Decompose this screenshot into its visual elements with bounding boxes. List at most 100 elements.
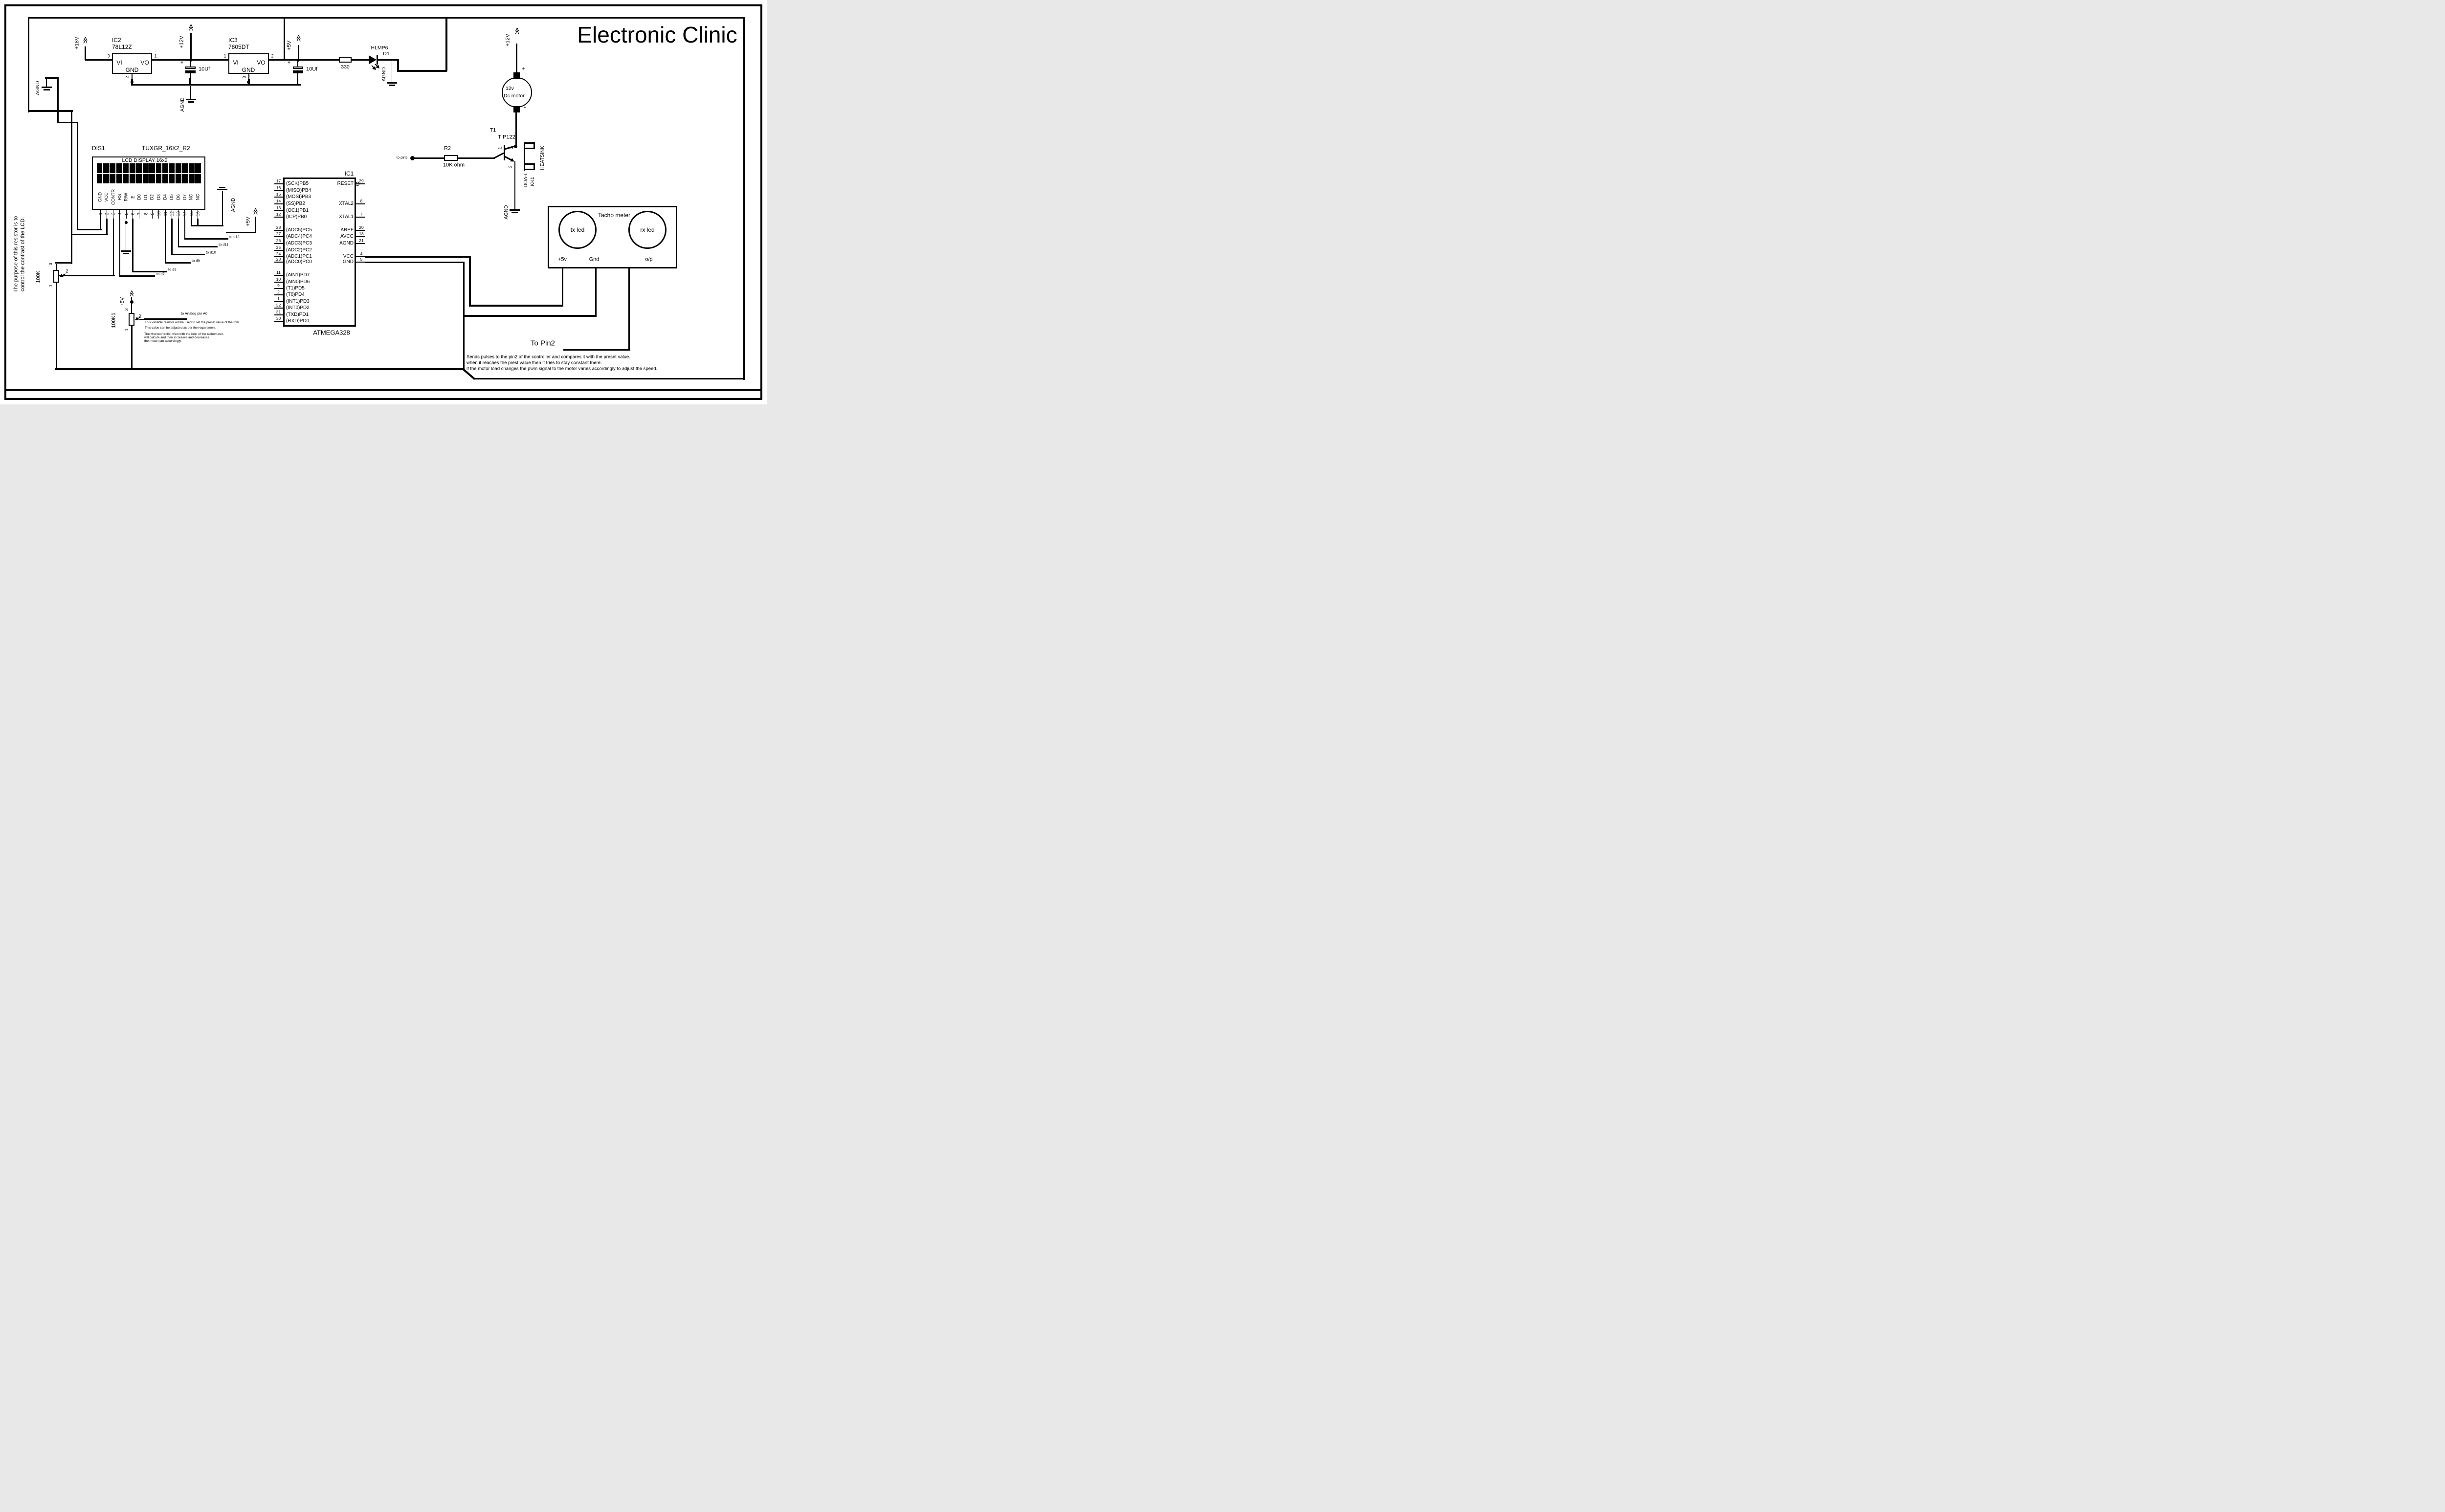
- wire-diagonal: [504, 156, 514, 162]
- lcd-title: LCD DISPLAY 16x2: [122, 157, 168, 163]
- power-arrow-lcd-5v-icon: ≫: [251, 207, 259, 215]
- ic1-pin-number: 8: [360, 198, 363, 203]
- ic1-pin-name: (ADC3)PC3: [286, 241, 312, 246]
- lcd-pin-name: D2: [149, 194, 155, 200]
- ic3-pin3-num: 3: [242, 76, 247, 79]
- led-ray-arrow-icon: [376, 65, 379, 68]
- lcd-pin-name: NC: [195, 194, 200, 200]
- wire-diagonal: [375, 64, 379, 68]
- resistor-330-value: 330: [341, 64, 350, 70]
- lcd-cell: [156, 163, 162, 173]
- lcd-pin-number: 5: [124, 212, 129, 215]
- lcd-pin-name: D5: [169, 194, 174, 200]
- lcd-pin-number: 15: [189, 211, 194, 217]
- wire: [119, 275, 155, 277]
- wire: [352, 59, 370, 61]
- lcd-pin-stub: [158, 210, 159, 219]
- wire: [190, 86, 191, 99]
- ic1-pin-name: (INT0)PD2: [286, 305, 310, 311]
- wire: [123, 252, 129, 254]
- ic2-pin3-num: 3: [107, 53, 110, 59]
- wire: [458, 157, 495, 159]
- lcd-pin-number: 12: [169, 211, 175, 217]
- lcd-cell: [182, 163, 188, 173]
- wire: [297, 45, 299, 60]
- wire: [391, 61, 393, 83]
- ic1-pin-name: GND: [342, 259, 354, 265]
- flag-5v-label: +5V: [286, 41, 292, 50]
- cap2-plate-top: [292, 67, 303, 69]
- to-d7-label: to d7: [156, 271, 165, 276]
- wire: [121, 250, 131, 252]
- ic1-pin-number: 27: [276, 231, 281, 236]
- ic1-pin-name: (T0)PD4: [286, 292, 305, 297]
- wire: [131, 84, 301, 86]
- ic1-pin-name: (INT1)PD3: [286, 299, 310, 304]
- wire: [378, 59, 399, 61]
- wire: [525, 163, 535, 165]
- ic1-pin-name: XTAL2: [339, 201, 354, 206]
- lcd-pin-name: RS: [117, 194, 122, 200]
- ic1-body: [283, 178, 356, 327]
- ic1-pin-number: 25: [276, 245, 281, 250]
- wire: [164, 262, 191, 264]
- wire: [525, 169, 535, 170]
- cap1-plate-bottom: [185, 70, 196, 73]
- motor-plus: +: [521, 65, 525, 72]
- lcd-cell: [129, 163, 135, 173]
- lcd-ref: DIS1: [92, 145, 105, 152]
- tacho-title: Tacho meter: [598, 212, 631, 219]
- ic1-pin-number: 31: [276, 309, 281, 314]
- note-rpm-line5: the motor rpm accordingly.: [144, 339, 182, 343]
- wire: [191, 219, 192, 226]
- ic1-pin-name: (OC1)PB1: [286, 208, 309, 213]
- ic1-pin-number: 4: [360, 251, 363, 256]
- flag-12v-label: +12V: [178, 36, 185, 48]
- note-rpm-line3: The Microcontroller then with the help o…: [144, 332, 224, 336]
- junction-dot: [297, 58, 300, 62]
- power-arrow-motor-12v-icon: ≫: [513, 27, 521, 35]
- wire: [84, 46, 86, 60]
- lcd-cell: [110, 163, 116, 173]
- to-d9-label: to d9: [192, 258, 200, 263]
- ic1-pin-number: 24: [276, 251, 281, 256]
- wire: [27, 17, 29, 112]
- wire: [5, 389, 760, 391]
- lcd-pin-number: 16: [195, 211, 200, 217]
- wire: [397, 59, 399, 72]
- lcd-cell: [188, 163, 195, 173]
- wire: [139, 318, 145, 320]
- wire: [297, 73, 298, 80]
- wire: [76, 122, 78, 230]
- wire: [190, 33, 192, 60]
- lcd-pin-number: 2: [104, 212, 110, 215]
- tacho-rx-led-label: rx led: [640, 226, 655, 233]
- wire: [377, 55, 378, 65]
- ic1-pin-number: 18: [359, 231, 364, 236]
- resistor-330-body: [339, 56, 352, 63]
- wire: [515, 112, 517, 146]
- junction-dot: [125, 221, 128, 224]
- agnd-led-label: AGND: [381, 67, 387, 82]
- ic1-pin-stub: [356, 236, 365, 237]
- wire: [185, 99, 196, 100]
- wire: [743, 17, 745, 380]
- pot1-value: 100K: [35, 270, 42, 283]
- pot1-pin3-num: 3: [48, 263, 53, 266]
- tacho-gnd-label: Gnd: [589, 256, 600, 263]
- wire: [45, 77, 59, 79]
- description-line1: Sends pulses to the pin2 of the controll…: [467, 354, 630, 360]
- wire: [511, 212, 518, 213]
- wire: [217, 189, 227, 190]
- description-line2: when it reaches the prest value then it …: [467, 360, 602, 366]
- ic1-pin-number: 21: [359, 238, 364, 243]
- ic2-body: [112, 53, 152, 74]
- t1-pin2-num: 2: [509, 146, 514, 149]
- lcd-cell: [103, 174, 109, 183]
- ic3-body: [228, 53, 269, 74]
- ic1-pin-number: 9: [277, 283, 280, 288]
- lcd-cell: [188, 174, 195, 183]
- ic1-pin-stub: [274, 275, 283, 276]
- t1-pin3-num: 3: [508, 165, 513, 168]
- lcd-pin-name: D7: [182, 194, 187, 200]
